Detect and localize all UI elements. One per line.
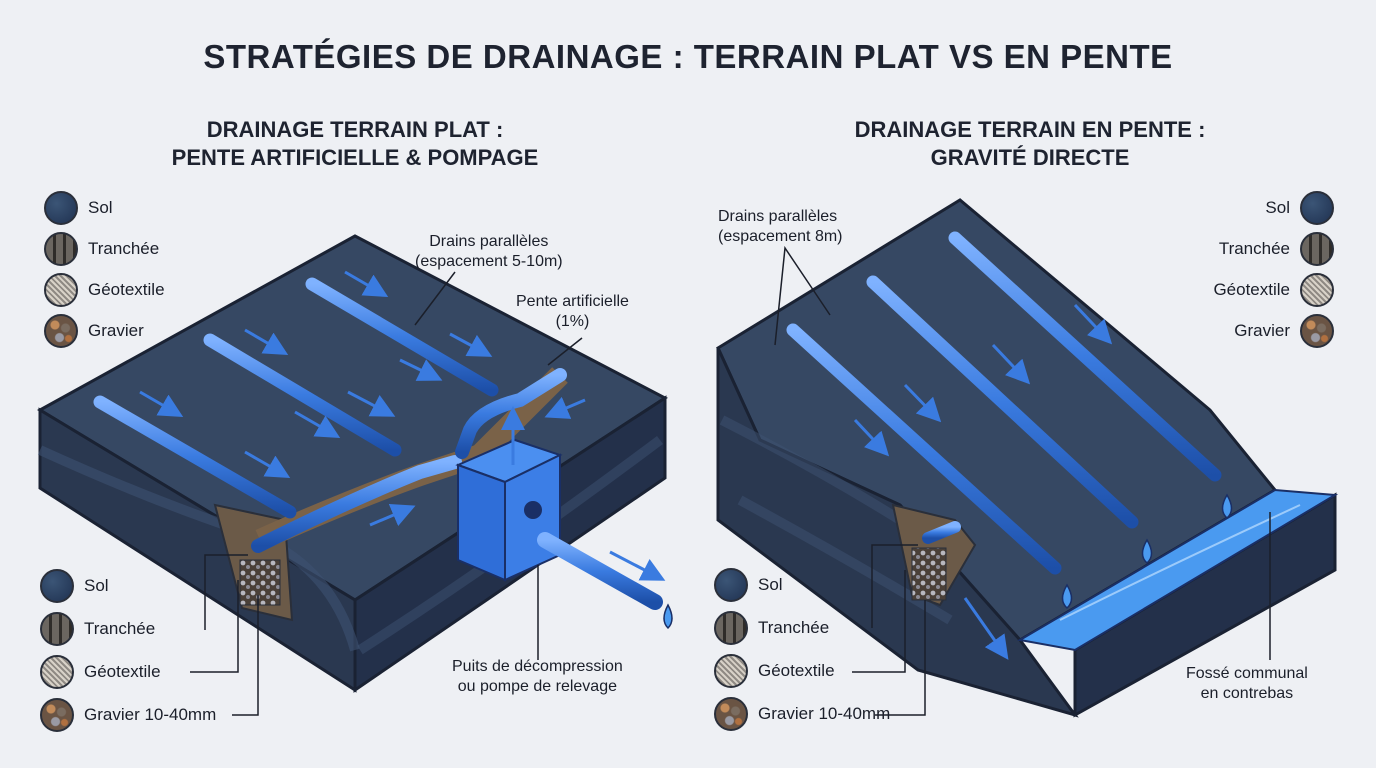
- left-subtitle: DRAINAGE TERRAIN PLAT : PENTE ARTIFICIEL…: [130, 116, 580, 172]
- main-title: STRATÉGIES DE DRAINAGE : TERRAIN PLAT VS…: [203, 38, 1173, 75]
- right-legend-bottom-geotextile: Géotextile: [714, 654, 845, 688]
- tranchee-swatch-icon: [44, 232, 78, 266]
- sol-swatch-icon: [714, 568, 748, 602]
- left-legend-bottom-gravier: Gravier 10-40mm: [40, 698, 226, 732]
- sol-swatch-icon: [40, 569, 74, 603]
- right-subtitle-line1: DRAINAGE TERRAIN EN PENTE :: [854, 117, 1206, 142]
- left-legend-tranchee: Tranchée: [44, 232, 169, 266]
- sol-swatch-icon: [1300, 191, 1334, 225]
- flat-pump-well: [455, 438, 563, 582]
- left-subtitle-line1: DRAINAGE TERRAIN PLAT :: [206, 117, 504, 142]
- tranchee-swatch-icon: [1300, 232, 1334, 266]
- flat-terrain-block: [37, 234, 673, 716]
- flat-drain-1: [93, 395, 297, 519]
- tranchee-swatch-icon: [40, 612, 74, 646]
- right-legend-sol: Sol: [1255, 191, 1334, 225]
- geotextile-swatch-icon: [40, 655, 74, 689]
- flat-water-drop: [663, 603, 673, 630]
- sloped-terrain-block: [716, 198, 1339, 718]
- sol-swatch-icon: [44, 191, 78, 225]
- left-legend-bottom-sol: Sol: [40, 569, 119, 603]
- right-legend-bottom-gravier: Gravier 10-40mm: [714, 697, 900, 731]
- right-legend-bottom-tranchee: Tranchée: [714, 611, 839, 645]
- sloped-drain-2: [866, 275, 1139, 529]
- left-legend-bottom-geotextile: Géotextile: [40, 655, 171, 689]
- geotextile-swatch-icon: [44, 273, 78, 307]
- sloped-drain-3: [948, 231, 1222, 482]
- right-subtitle-line2: GRAVITÉ DIRECTE: [930, 145, 1130, 170]
- left-callout-pump: Puits de décompression ou pompe de relev…: [452, 658, 623, 695]
- flat-drain-3: [305, 277, 499, 397]
- right-legend-gravier: Gravier: [1224, 314, 1334, 348]
- flat-drain-2: [203, 333, 402, 457]
- right-callout-ditch: Fossé communal en contrebas: [1186, 665, 1308, 702]
- sloped-ditch-water: [1017, 488, 1339, 652]
- gravier-swatch-icon: [1300, 314, 1334, 348]
- sloped-water-drops: [1061, 493, 1233, 610]
- left-legend-geotextile: Géotextile: [44, 273, 175, 307]
- flat-collector-pipe: [251, 455, 462, 553]
- geotextile-swatch-icon: [1300, 273, 1334, 307]
- flat-flow-arrows: [139, 270, 666, 581]
- sloped-drain-1: [786, 323, 1062, 575]
- gravier-swatch-icon: [40, 698, 74, 732]
- left-legend-sol: Sol: [44, 191, 123, 225]
- right-legend-tranchee: Tranchée: [1209, 232, 1334, 266]
- right-legend-geotextile: Géotextile: [1203, 273, 1334, 307]
- right-subtitle: DRAINAGE TERRAIN EN PENTE : GRAVITÉ DIRE…: [800, 116, 1260, 172]
- geotextile-swatch-icon: [714, 654, 748, 688]
- tranchee-swatch-icon: [714, 611, 748, 645]
- left-subtitle-line2: PENTE ARTIFICIELLE & POMPAGE: [171, 145, 539, 170]
- gravier-swatch-icon: [44, 314, 78, 348]
- gravier-swatch-icon: [714, 697, 748, 731]
- left-callout-drains: Drains parallèles (espacement 5-10m): [415, 233, 563, 270]
- left-legend-bottom-tranchee: Tranchée: [40, 612, 165, 646]
- left-callout-slope: Pente artificielle (1%): [516, 293, 629, 330]
- right-callout-drains: Drains parallèles (espacement 8m): [718, 208, 843, 245]
- left-legend-gravier: Gravier: [44, 314, 154, 348]
- right-legend-bottom-sol: Sol: [714, 568, 793, 602]
- sloped-flow-arrows: [853, 303, 1113, 660]
